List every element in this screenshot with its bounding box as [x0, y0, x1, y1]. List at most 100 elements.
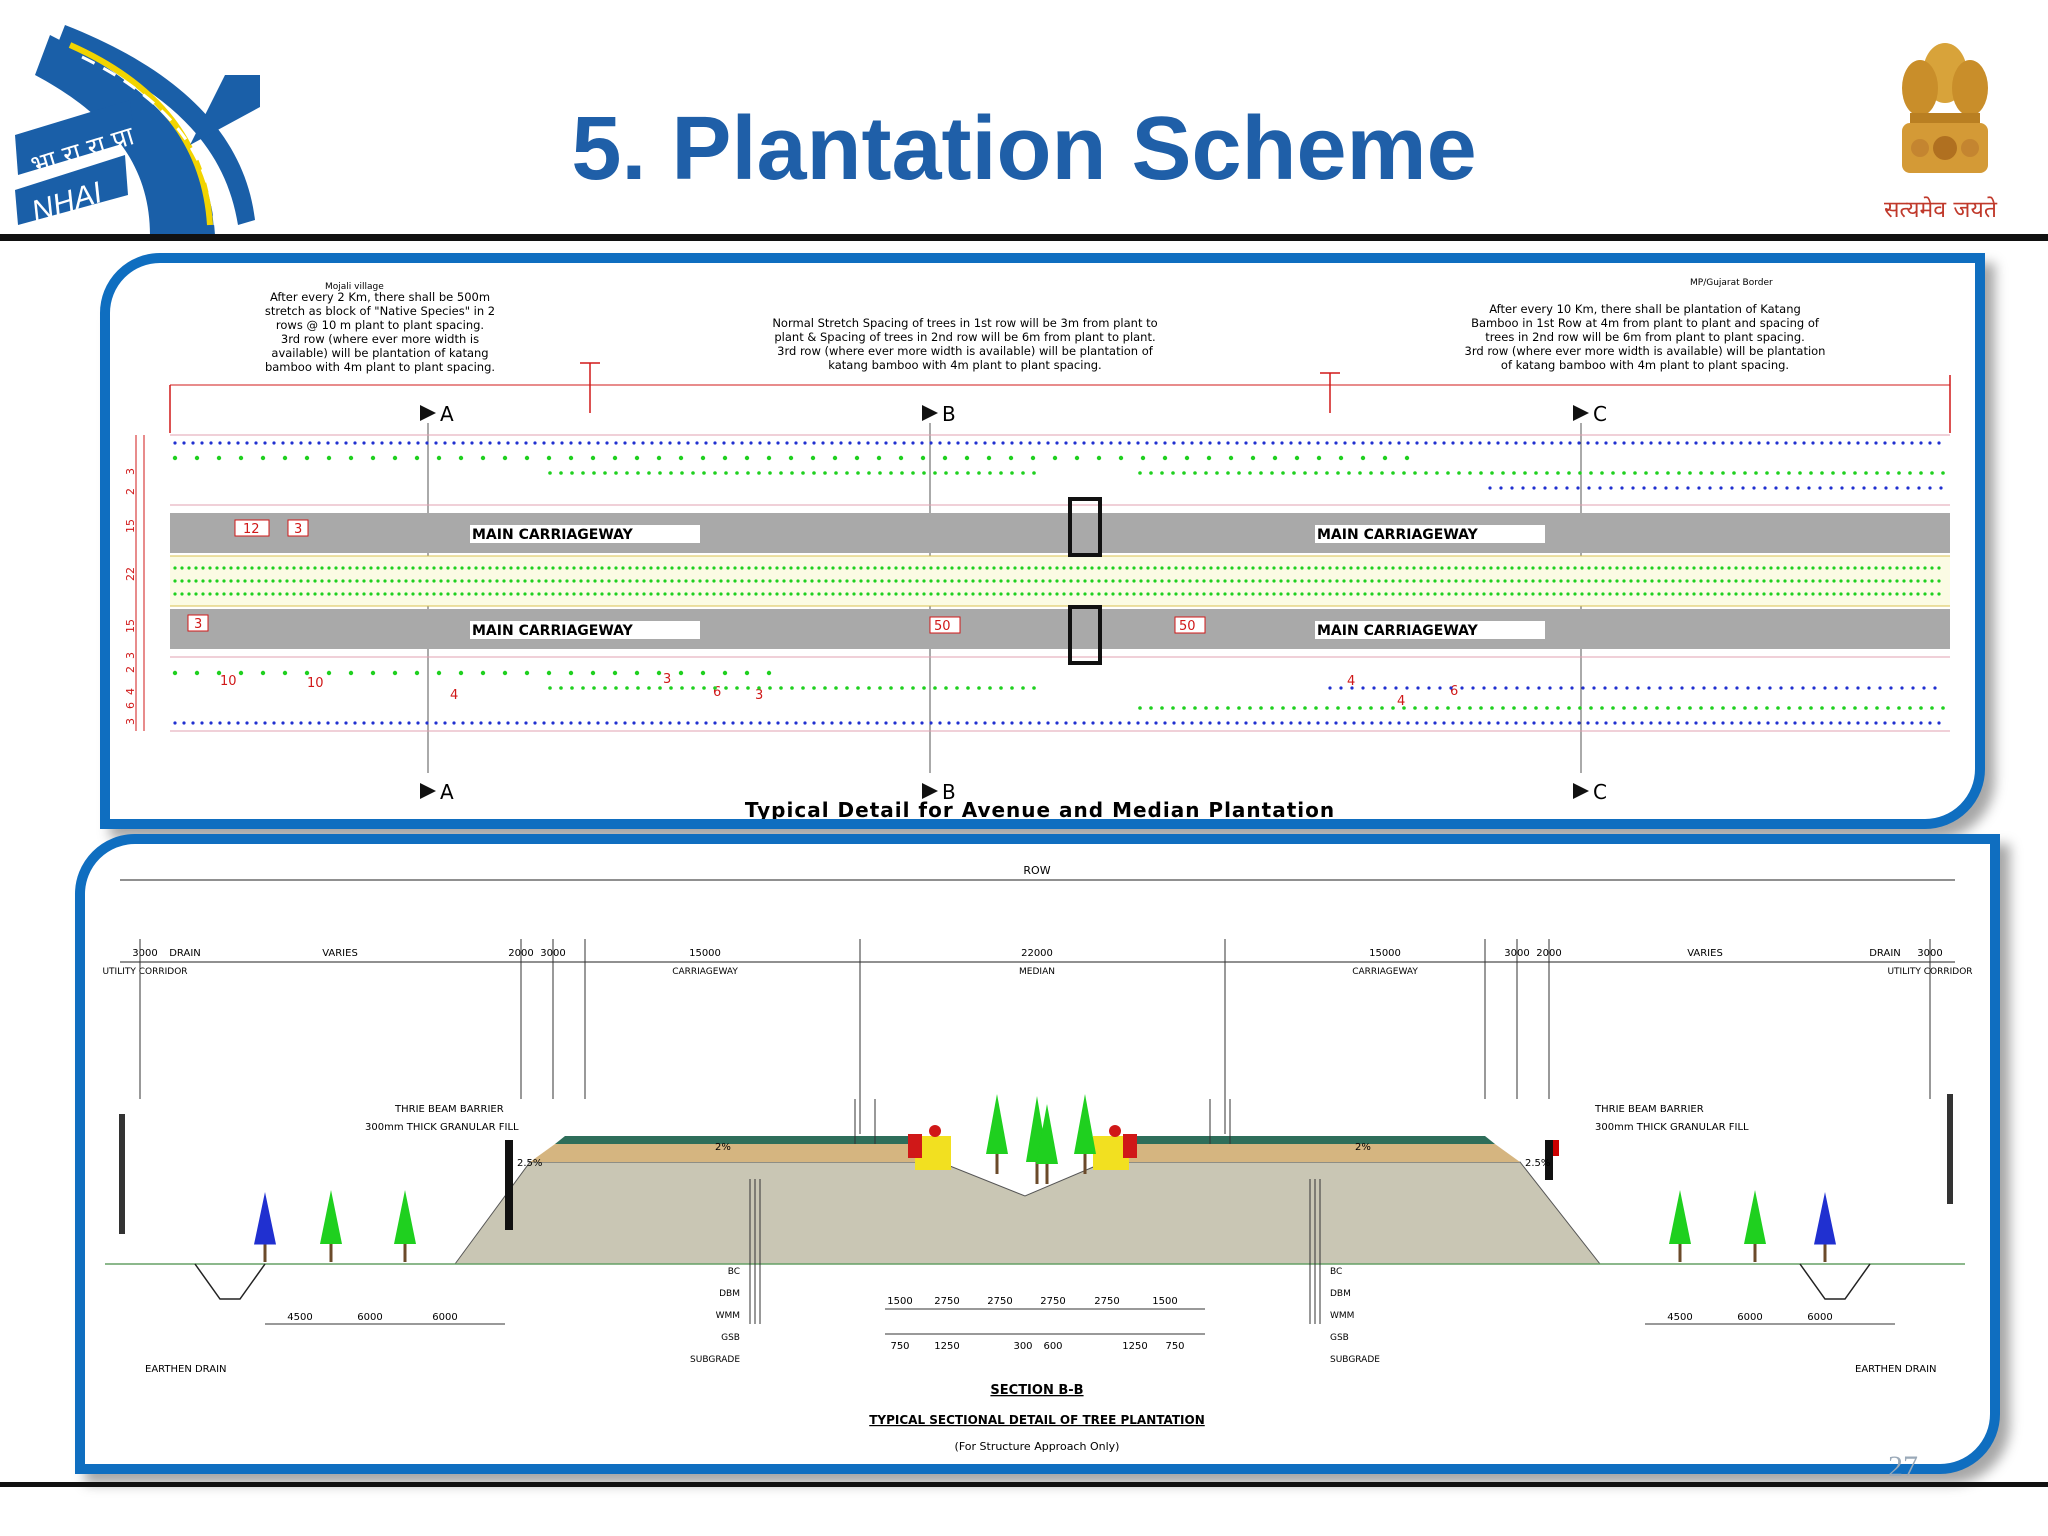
- tree-marker: [1559, 579, 1563, 583]
- tree-marker: [254, 721, 258, 725]
- tree-marker: [1825, 592, 1829, 596]
- tree-icon: [1036, 1104, 1058, 1184]
- median-dim: 2750: [1094, 1296, 1119, 1307]
- tree-marker: [1856, 686, 1860, 690]
- tree-marker: [173, 721, 177, 725]
- tree-marker: [1608, 566, 1612, 570]
- tree-marker: [596, 441, 600, 445]
- tree-marker: [1383, 686, 1387, 690]
- tree-marker: [894, 566, 898, 570]
- tree-marker: [1006, 566, 1010, 570]
- tree-marker: [479, 721, 483, 725]
- tree-marker: [964, 566, 968, 570]
- tree-marker: [1851, 486, 1855, 490]
- tree-marker: [238, 670, 244, 676]
- tree-marker: [1600, 706, 1604, 710]
- tree-marker: [371, 721, 375, 725]
- tree-marker: [1307, 721, 1311, 725]
- tree-marker: [1350, 686, 1354, 690]
- tree-marker: [411, 579, 415, 583]
- tree-marker: [1712, 441, 1716, 445]
- tree-marker: [1769, 566, 1773, 570]
- tree-marker: [1765, 706, 1769, 710]
- tree-marker: [1146, 592, 1150, 596]
- tree-marker: [1073, 441, 1077, 445]
- tree-marker: [1440, 579, 1444, 583]
- tree-marker: [495, 592, 499, 596]
- tree-marker: [1325, 441, 1329, 445]
- section-label-a: A: [440, 780, 454, 804]
- section-arrow-icon: [1573, 405, 1589, 421]
- tree-marker: [1209, 566, 1213, 570]
- tree-marker: [1055, 579, 1059, 583]
- tree-marker: [1380, 706, 1384, 710]
- tree-marker: [1083, 579, 1087, 583]
- tree-marker: [1541, 441, 1545, 445]
- tree-marker: [887, 566, 891, 570]
- tree-marker: [1818, 592, 1822, 596]
- tree-marker: [1139, 566, 1143, 570]
- tree-marker: [1424, 471, 1428, 475]
- tree-marker: [1146, 579, 1150, 583]
- side-dim: 15: [124, 519, 137, 533]
- tree-marker: [1839, 566, 1843, 570]
- tree-marker: [1622, 721, 1626, 725]
- tree-marker: [1832, 566, 1836, 570]
- section-markers-top: A B C: [420, 402, 1607, 426]
- tree-marker: [544, 566, 548, 570]
- tree-marker: [1796, 486, 1800, 490]
- tree-marker: [852, 579, 856, 583]
- tree-marker: [1052, 455, 1058, 461]
- tree-marker: [1271, 721, 1275, 725]
- tree-marker: [1922, 686, 1926, 690]
- tree-marker: [1479, 471, 1483, 475]
- tree-marker: [1280, 721, 1284, 725]
- top-dim-value: VARIES: [322, 948, 358, 959]
- tree-marker: [1812, 686, 1816, 690]
- tree-marker: [1100, 441, 1104, 445]
- tree-marker: [1615, 592, 1619, 596]
- tree-marker: [271, 592, 275, 596]
- tree-marker: [1271, 441, 1275, 445]
- tree-marker: [1454, 566, 1458, 570]
- tree-marker: [1298, 721, 1302, 725]
- tree-marker: [1204, 471, 1208, 475]
- tree-marker: [1734, 566, 1738, 570]
- tree-marker: [1027, 579, 1031, 583]
- tree-marker: [1537, 686, 1541, 690]
- tree-marker: [1342, 566, 1346, 570]
- tree-marker: [1642, 486, 1646, 490]
- tree-marker: [670, 579, 674, 583]
- tree-marker: [801, 471, 805, 475]
- tree-marker: [600, 566, 604, 570]
- tree-marker: [1811, 579, 1815, 583]
- tree-marker: [434, 441, 438, 445]
- tree-marker: [686, 441, 690, 445]
- tree-marker: [1363, 566, 1367, 570]
- tree-marker: [326, 455, 332, 461]
- tree-marker: [1510, 579, 1514, 583]
- tree-marker: [1461, 579, 1465, 583]
- tree-marker: [1692, 579, 1696, 583]
- tree-marker: [1104, 592, 1108, 596]
- tree-marker: [992, 441, 996, 445]
- tree-marker: [1818, 566, 1822, 570]
- tree-marker: [304, 455, 310, 461]
- tree-marker: [1460, 686, 1464, 690]
- tree-marker: [1091, 721, 1095, 725]
- tree-marker: [313, 579, 317, 583]
- tree-marker: [999, 592, 1003, 596]
- tree-marker: [369, 579, 373, 583]
- tree-marker: [335, 721, 339, 725]
- tree-marker: [1292, 706, 1296, 710]
- tree-marker: [911, 721, 915, 725]
- tree-marker: [1090, 566, 1094, 570]
- tree-marker: [1496, 579, 1500, 583]
- tree-marker: [1818, 579, 1822, 583]
- note-right-line: trees in 2nd row will be 6m from plant t…: [1485, 330, 1805, 344]
- tree-marker: [785, 721, 789, 725]
- tree-marker: [1930, 706, 1934, 710]
- tree-marker: [1468, 706, 1472, 710]
- tree-marker: [1755, 592, 1759, 596]
- top-dim-value: DRAIN: [1869, 948, 1901, 959]
